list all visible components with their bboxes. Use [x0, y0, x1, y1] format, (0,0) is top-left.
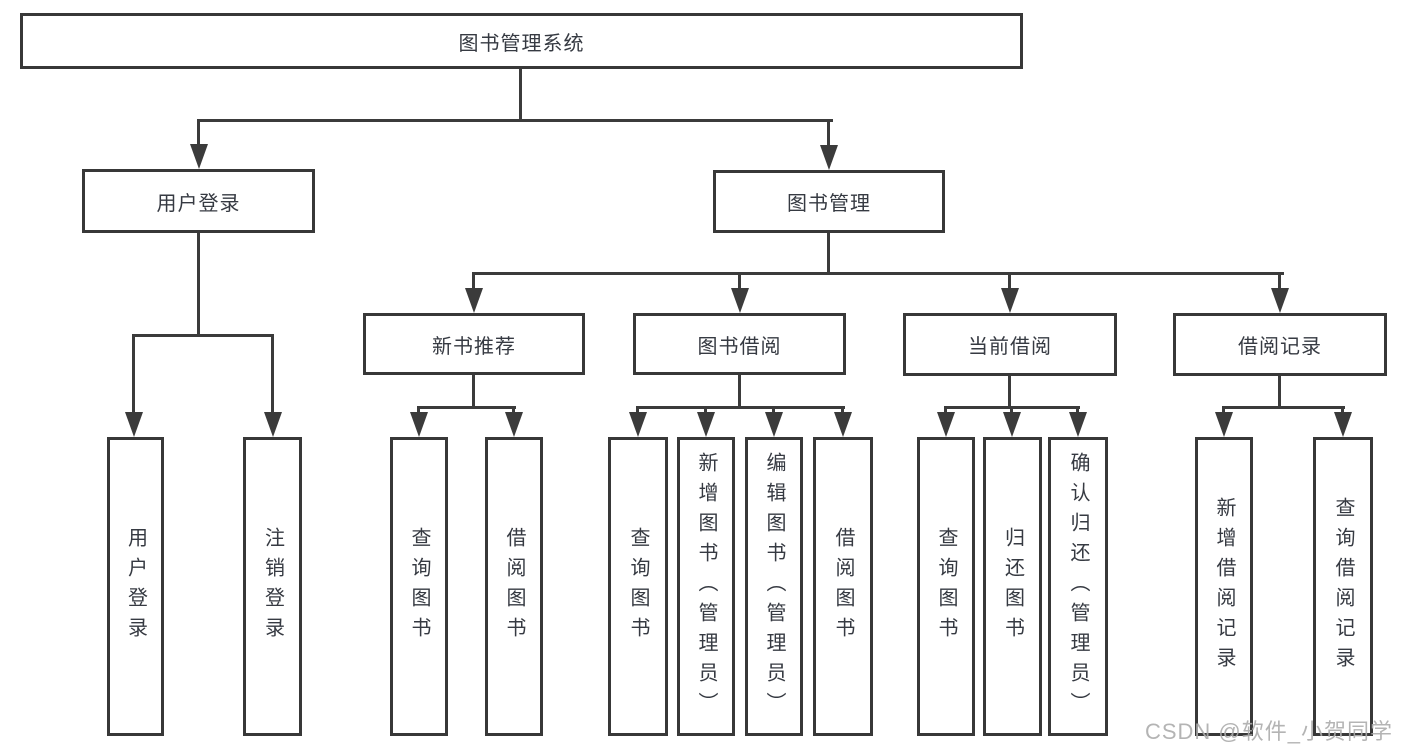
connector-segment [704, 406, 707, 414]
connector-segment [738, 272, 741, 290]
arrowhead-down-icon [189, 144, 208, 169]
connector-segment [197, 119, 833, 122]
connector-segment [132, 334, 135, 412]
connector-segment [1008, 272, 1011, 290]
leaf-borrow-books-recommend: 借阅图书 [485, 437, 543, 736]
arrowhead-down-icon [1271, 288, 1289, 313]
arrowhead-down-icon [1215, 412, 1233, 437]
arrowhead-down-icon [263, 412, 282, 437]
connector-segment [1222, 406, 1225, 414]
arrowhead-down-icon [629, 412, 647, 437]
arrowhead-down-icon [937, 412, 955, 437]
connector-segment [512, 406, 515, 414]
arrowhead-down-icon [834, 412, 852, 437]
leaf-query-borrow-record: 查询借阅记录 [1313, 437, 1373, 736]
connector-segment [827, 233, 830, 275]
node-current-borrow: 当前借阅 [903, 313, 1117, 376]
node-label: 图书管理 [787, 193, 871, 215]
connector-segment [772, 406, 775, 414]
leaf-add-books-admin: 新增图书（管理员） [677, 437, 735, 736]
node-book-borrow: 图书借阅 [633, 313, 846, 375]
node-user-login: 用户登录 [82, 169, 315, 233]
node-label: 新书推荐 [432, 335, 516, 358]
connector-segment [1008, 375, 1011, 408]
leaf-logout: 注销登录 [243, 437, 302, 736]
node-borrow-records: 借阅记录 [1173, 313, 1387, 376]
arrowhead-down-icon [765, 412, 783, 437]
connector-segment [738, 375, 741, 408]
connector-segment [417, 406, 516, 409]
connector-segment [1076, 406, 1079, 414]
leaf-label: 借阅图书 [503, 526, 525, 647]
connector-segment [197, 119, 200, 147]
connector-segment [1278, 272, 1281, 290]
leaf-label: 新增图书（管理员） [695, 451, 717, 722]
arrowhead-down-icon [505, 412, 523, 437]
connector-segment [636, 406, 845, 409]
connector-segment [827, 119, 830, 147]
arrowhead-down-icon [1334, 412, 1352, 437]
leaf-label: 查询图书 [935, 526, 957, 647]
node-label: 用户登录 [156, 192, 241, 215]
connector-segment [417, 406, 420, 414]
leaf-label: 归还图书 [1001, 526, 1024, 647]
leaf-user-login: 用户登录 [107, 437, 164, 736]
arrowhead-down-icon [124, 412, 143, 437]
connector-segment [473, 272, 1284, 275]
leaf-query-books-borrow: 查询图书 [608, 437, 668, 736]
connector-segment [519, 68, 522, 120]
arrowhead-down-icon [1001, 288, 1019, 313]
node-label: 当前借阅 [968, 336, 1052, 358]
arrowhead-down-icon [697, 412, 715, 437]
connector-segment [1010, 406, 1013, 414]
leaf-query-books-current: 查询图书 [917, 437, 975, 736]
connector-segment [841, 406, 844, 414]
arrowhead-down-icon [731, 288, 749, 313]
connector-segment [472, 272, 475, 290]
leaf-label: 确认归还（管理员） [1067, 451, 1089, 722]
node-library-management-system: 图书管理系统 [20, 13, 1023, 69]
node-label: 图书管理系统 [458, 32, 585, 55]
arrowhead-down-icon [1003, 412, 1021, 437]
leaf-add-borrow-record: 新增借阅记录 [1195, 437, 1253, 736]
arrowhead-down-icon [465, 288, 483, 313]
watermark: CSDN @软件_小贺同学 [1144, 719, 1393, 744]
leaf-label: 用户登录 [124, 526, 147, 647]
connector-segment [271, 334, 274, 412]
node-new-book-recommend: 新书推荐 [363, 313, 585, 375]
leaf-label: 借阅图书 [832, 526, 854, 647]
arrowhead-down-icon [820, 145, 838, 170]
connector-segment [197, 233, 200, 335]
connector-segment [1222, 406, 1345, 409]
leaf-label: 注销登录 [261, 526, 284, 647]
leaf-label: 查询图书 [408, 526, 430, 647]
leaf-label: 查询借阅记录 [1332, 496, 1354, 677]
connector-segment [944, 406, 947, 414]
leaf-label: 查询图书 [627, 526, 649, 647]
connector-segment [636, 406, 639, 414]
leaf-query-books-recommend: 查询图书 [390, 437, 448, 736]
leaf-confirm-return-admin: 确认归还（管理员） [1048, 437, 1108, 736]
arrowhead-down-icon [1069, 412, 1087, 437]
leaf-label: 新增借阅记录 [1213, 496, 1235, 677]
connector-segment [472, 375, 475, 408]
leaf-borrow-books: 借阅图书 [813, 437, 873, 736]
arrowhead-down-icon [410, 412, 428, 437]
connector-segment [132, 334, 274, 337]
leaf-edit-books-admin: 编辑图书（管理员） [745, 437, 803, 736]
connector-segment [1278, 375, 1281, 408]
node-label: 借阅记录 [1238, 336, 1322, 358]
leaf-return-books: 归还图书 [983, 437, 1042, 736]
connector-segment [1341, 406, 1344, 414]
node-book-management: 图书管理 [713, 170, 945, 233]
node-label: 图书借阅 [697, 335, 782, 358]
leaf-label: 编辑图书（管理员） [763, 451, 785, 722]
